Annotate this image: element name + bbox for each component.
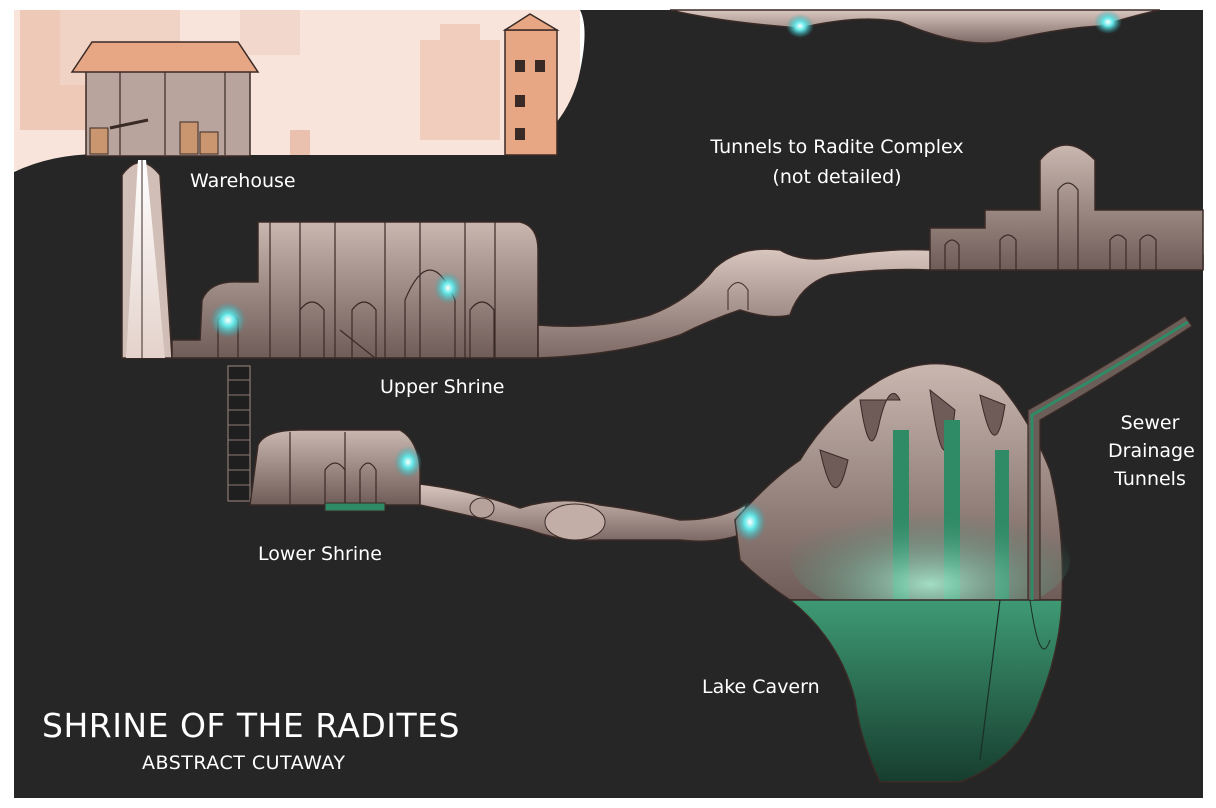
map-subtitle: ABSTRACT CUTAWAY	[142, 752, 346, 774]
tower-building	[505, 14, 557, 155]
label-sewer-line1: Sewer	[1108, 412, 1192, 436]
lower-shrine-chamber	[250, 430, 422, 511]
warehouse-building	[72, 42, 258, 156]
label-tunnels-to-radite-complex: Tunnels to Radite Complex (not detailed)	[684, 136, 990, 190]
label-warehouse: Warehouse	[190, 170, 296, 194]
map-title: SHRINE OF THE RADITES	[42, 706, 460, 745]
label-sewer-line2: Drainage	[1108, 440, 1192, 464]
label-tunnels-line1: Tunnels to Radite Complex	[684, 136, 990, 160]
label-sewer-line3: Tunnels	[1108, 468, 1192, 492]
label-sewer-drainage-tunnels: Sewer Drainage Tunnels	[1108, 412, 1192, 491]
label-upper-shrine: Upper Shrine	[380, 376, 505, 400]
ladder	[228, 366, 250, 501]
label-tunnels-line2: (not detailed)	[684, 166, 990, 190]
label-lower-shrine: Lower Shrine	[258, 543, 382, 567]
label-lake-cavern: Lake Cavern	[702, 676, 820, 700]
